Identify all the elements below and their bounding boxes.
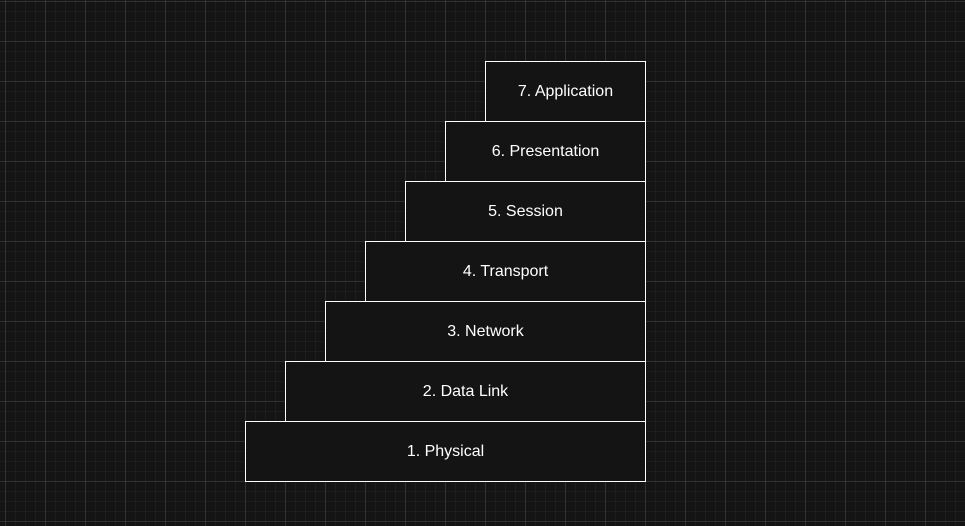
layer-network-label: 3. Network xyxy=(447,322,524,340)
layer-data-link-label: 2. Data Link xyxy=(422,382,509,400)
layer-network-box[interactable]: 3. Network xyxy=(325,301,646,362)
layer-data-link-box[interactable]: 2. Data Link xyxy=(285,361,646,422)
layer-session-box[interactable]: 5. Session xyxy=(405,181,646,242)
layer-application-box[interactable]: 7. Application xyxy=(485,61,646,122)
layer-presentation-label: 6. Presentation xyxy=(491,142,600,160)
layer-physical-label: 1. Physical xyxy=(406,442,485,460)
layer-transport-label: 4. Transport xyxy=(462,262,549,280)
layer-application-label: 7. Application xyxy=(517,82,614,100)
layer-session-label: 5. Session xyxy=(488,202,563,220)
layer-physical-box[interactable]: 1. Physical xyxy=(245,421,646,482)
layer-transport-box[interactable]: 4. Transport xyxy=(365,241,646,302)
layer-presentation-box[interactable]: 6. Presentation xyxy=(445,121,646,182)
